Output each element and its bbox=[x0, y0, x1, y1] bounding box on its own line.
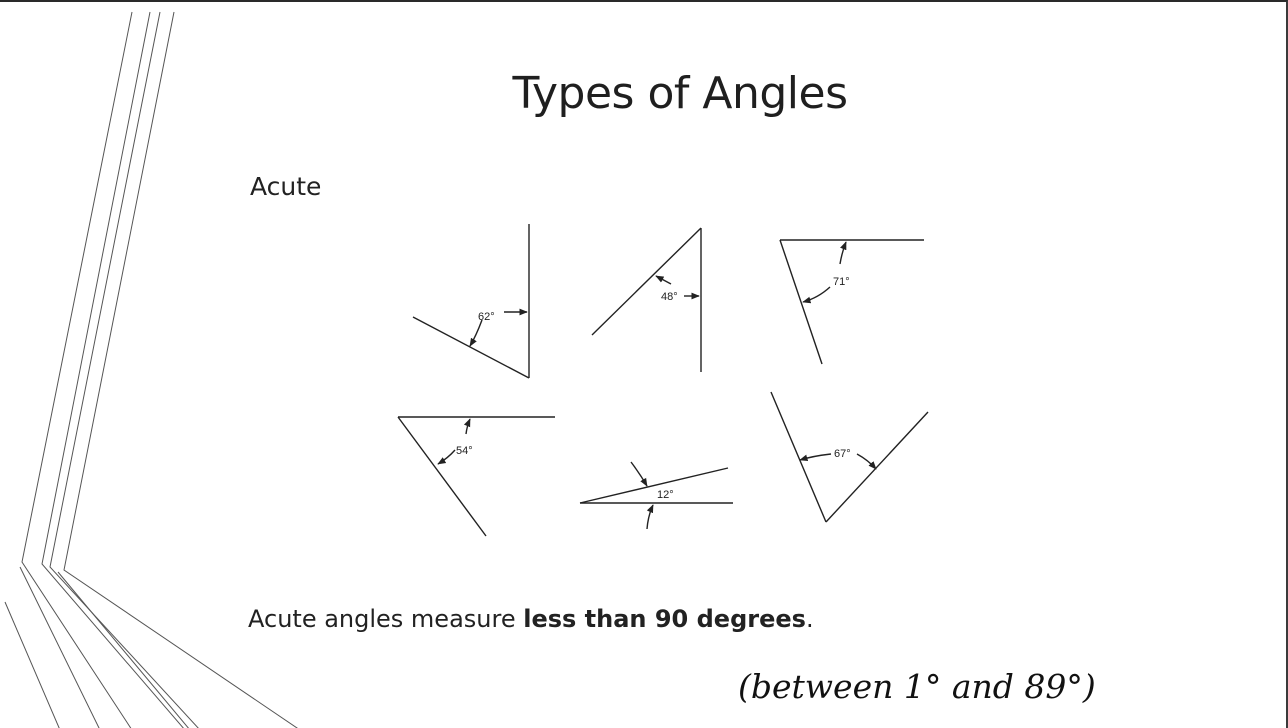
angle-figure-71 bbox=[779, 239, 924, 365]
section-label: Acute bbox=[250, 172, 322, 201]
angle-label: 62° bbox=[478, 311, 495, 323]
angle-figure-48 bbox=[591, 227, 702, 372]
angle-figure-54 bbox=[397, 416, 555, 537]
angle-label: 54° bbox=[456, 445, 473, 457]
statement-text: Acute angles measure bbox=[248, 605, 524, 633]
angle-figure-12 bbox=[579, 461, 733, 530]
angle-figure-62 bbox=[412, 224, 530, 379]
angle-label: 48° bbox=[661, 291, 678, 303]
angle-label: 67° bbox=[834, 448, 851, 460]
slide-title: Types of Angles bbox=[512, 68, 848, 119]
angle-label: 12° bbox=[657, 489, 674, 501]
definition-statement: Acute angles measure less than 90 degree… bbox=[248, 605, 814, 633]
statement-emphasis: less than 90 degrees bbox=[523, 605, 806, 633]
statement-period: . bbox=[805, 605, 814, 633]
angle-label: 71° bbox=[833, 276, 850, 288]
handwritten-note: (between 1° and 89°) bbox=[738, 667, 1096, 706]
angle-figure-67 bbox=[770, 391, 929, 523]
